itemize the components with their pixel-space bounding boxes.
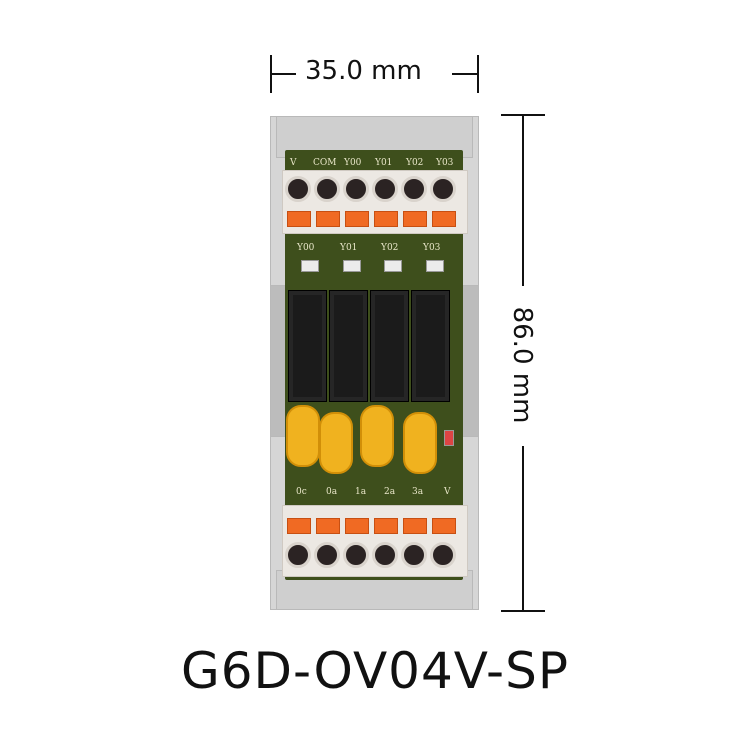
terminal-label: 2a — [384, 487, 396, 497]
terminal-label: COM — [313, 158, 337, 168]
terminal-lever[interactable] — [316, 518, 340, 534]
height-dim-bottom-line — [522, 446, 524, 610]
height-dim-top-line — [522, 116, 524, 286]
led-indicator — [426, 260, 444, 272]
relay — [288, 290, 327, 402]
relay — [370, 290, 409, 402]
terminal-hole[interactable] — [314, 542, 340, 568]
height-label: 86.0 mm — [507, 306, 537, 424]
rail-side-right — [461, 285, 479, 437]
terminal-label: 1a — [355, 487, 367, 497]
led-indicator — [384, 260, 402, 272]
terminal-hole[interactable] — [314, 176, 340, 202]
led-label: Y00 — [297, 243, 315, 253]
terminal-hole[interactable] — [372, 542, 398, 568]
relay — [411, 290, 450, 402]
terminal-hole[interactable] — [401, 176, 427, 202]
terminal-hole[interactable] — [343, 542, 369, 568]
power-led — [444, 430, 454, 446]
terminal-label: 0a — [326, 487, 338, 497]
terminal-lever[interactable] — [432, 211, 456, 227]
terminal-label: 0c — [296, 487, 307, 497]
led-label: Y02 — [381, 243, 399, 253]
terminal-hole[interactable] — [430, 176, 456, 202]
terminal-lever[interactable] — [287, 211, 311, 227]
led-indicator — [343, 260, 361, 272]
relay — [329, 290, 368, 402]
led-indicator — [301, 260, 319, 272]
terminal-label: Y01 — [375, 158, 393, 168]
led-label: Y03 — [423, 243, 441, 253]
terminal-hole[interactable] — [372, 176, 398, 202]
terminal-label: Y00 — [344, 158, 362, 168]
terminal-lever[interactable] — [374, 518, 398, 534]
terminal-lever[interactable] — [403, 211, 427, 227]
terminal-lever[interactable] — [287, 518, 311, 534]
varistor — [360, 405, 394, 467]
width-dim-left-tick — [270, 55, 272, 93]
terminal-lever[interactable] — [432, 518, 456, 534]
led-label: Y01 — [340, 243, 358, 253]
height-dim-bottom-tick — [501, 610, 545, 612]
varistor — [403, 412, 437, 474]
model-name: G6D-OV04V-SP — [180, 642, 569, 700]
terminal-label: V — [444, 487, 451, 497]
terminal-label: V — [290, 158, 297, 168]
width-dim-left-line — [272, 73, 296, 75]
terminal-label: Y03 — [436, 158, 454, 168]
width-label: 35.0 mm — [305, 56, 422, 86]
varistor — [286, 405, 320, 467]
width-dim-right-tick — [477, 55, 479, 93]
terminal-hole[interactable] — [401, 542, 427, 568]
terminal-hole[interactable] — [343, 176, 369, 202]
terminal-hole[interactable] — [285, 542, 311, 568]
terminal-lever[interactable] — [403, 518, 427, 534]
width-dim-right-line — [452, 73, 477, 75]
terminal-lever[interactable] — [316, 211, 340, 227]
terminal-lever[interactable] — [374, 211, 398, 227]
height-dim-top-tick — [501, 114, 545, 116]
terminal-hole[interactable] — [285, 176, 311, 202]
terminal-lever[interactable] — [345, 211, 369, 227]
terminal-lever[interactable] — [345, 518, 369, 534]
varistor — [319, 412, 353, 474]
terminal-hole[interactable] — [430, 542, 456, 568]
terminal-label: 3a — [412, 487, 424, 497]
terminal-label: Y02 — [406, 158, 424, 168]
